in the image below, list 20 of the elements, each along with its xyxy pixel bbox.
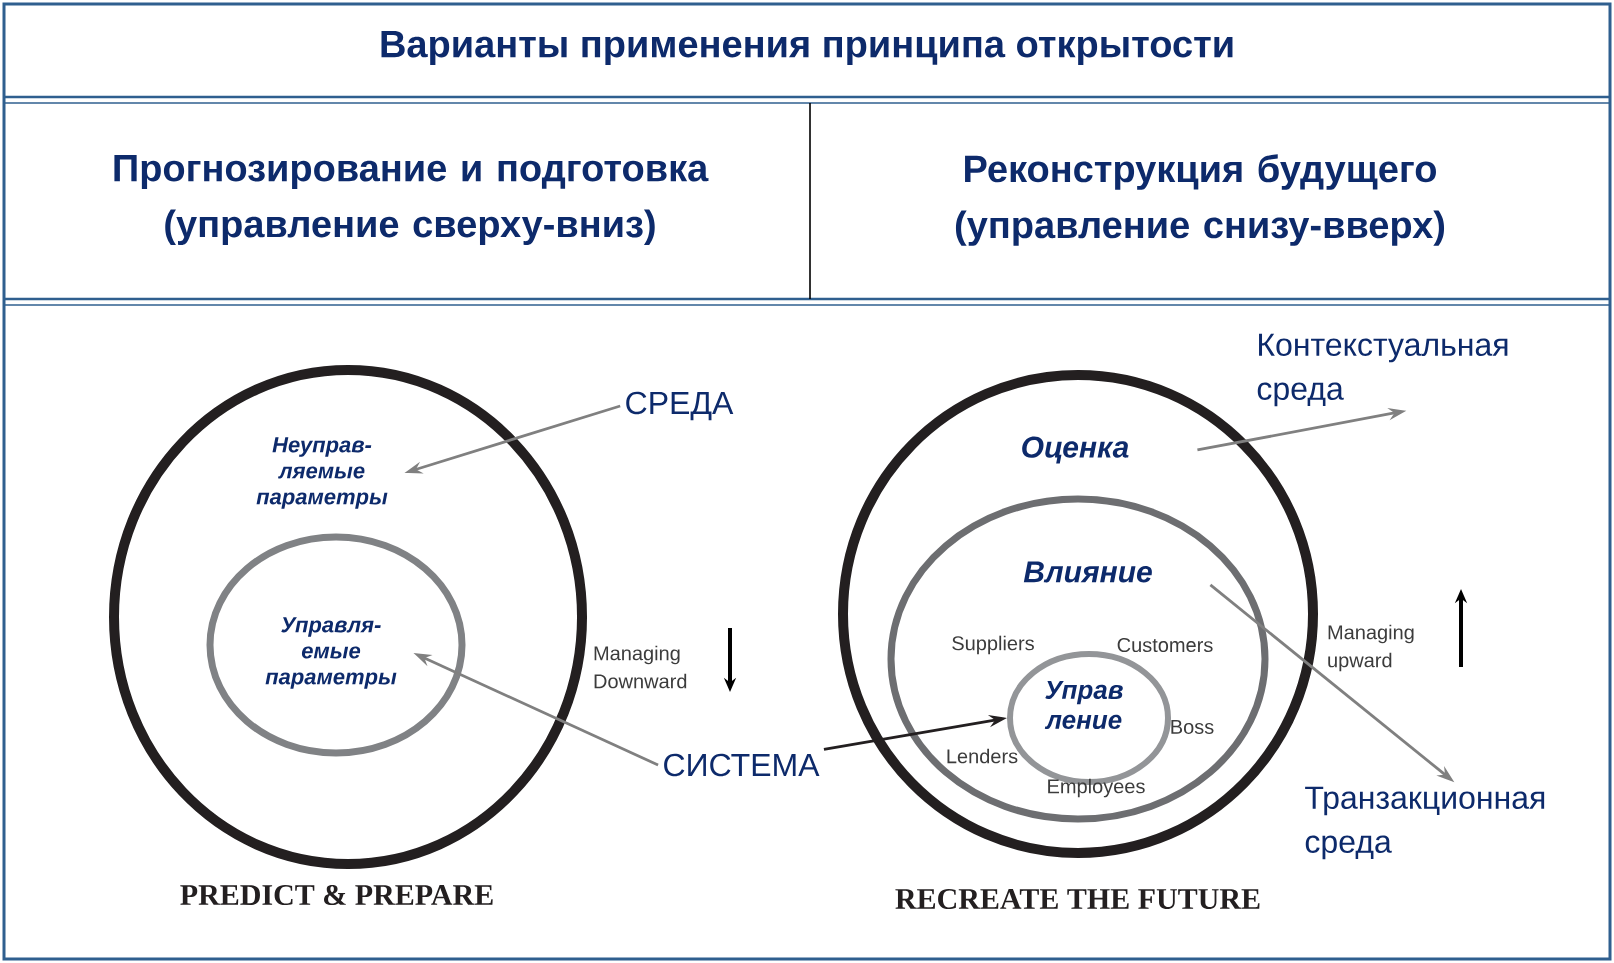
callout-text: СРЕДА bbox=[626, 391, 734, 421]
stakeholder-label: Managing Downward bbox=[594, 645, 687, 689]
ring-label: Влияние bbox=[1023, 561, 1152, 583]
title: Варианты применения принципа открытости bbox=[381, 31, 1233, 65]
diagram-caption: RECREATE THE FUTURE bbox=[895, 888, 1260, 910]
ring-label: Неуправ- ляемые параметры bbox=[256, 437, 388, 509]
ring-label: Управ ление bbox=[1044, 680, 1123, 730]
callout-text: Транзакционная среда bbox=[1305, 786, 1545, 860]
header-text: Прогнозирование и подготовка (управление сверху-вниз) bbox=[114, 155, 709, 245]
callout-text: СИСТЕМА bbox=[664, 753, 820, 777]
stakeholder-label: Suppliers bbox=[952, 635, 1034, 655]
stakeholder-label: Managing upward bbox=[1328, 624, 1414, 672]
ring-label: Оценка bbox=[1022, 436, 1129, 464]
stakeholder-label: Lenders bbox=[947, 748, 1018, 764]
diagram-caption: PREDICT & PREPARE bbox=[180, 884, 493, 906]
ring-label: Управля- емые параметры bbox=[265, 617, 397, 689]
header-text: Реконструкция будущего (управление снизу-вверх) bbox=[955, 154, 1445, 246]
stakeholder-label: Customers bbox=[1117, 637, 1213, 653]
callout-text: Контекстуальная среда bbox=[1257, 333, 1508, 407]
stakeholder-label: Employees bbox=[1048, 778, 1145, 798]
